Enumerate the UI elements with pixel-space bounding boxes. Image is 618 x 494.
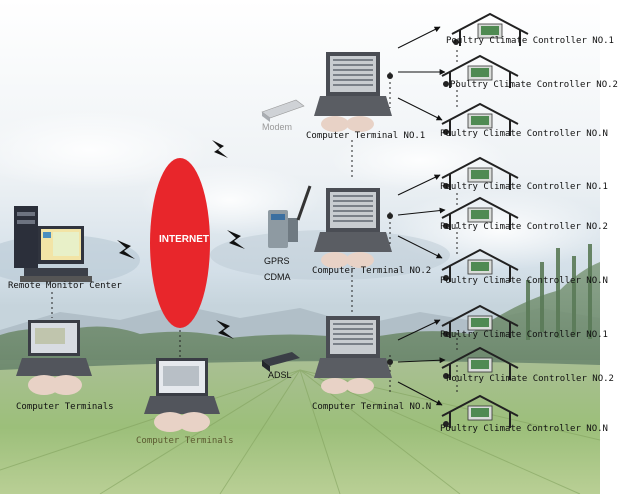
controller-label: Poultry Climate Controller NO.1 — [440, 182, 608, 192]
sensor-icon — [443, 129, 449, 135]
house-icon — [441, 54, 519, 88]
sensor-icon — [443, 81, 449, 87]
laptop-icon — [314, 316, 392, 394]
controller-arrows — [397, 26, 446, 406]
house-icon — [441, 394, 519, 428]
laptop-icon — [16, 320, 92, 395]
lightning-icon — [212, 140, 228, 158]
controller-label: Poultry Climate Controller NO.2 — [450, 80, 618, 90]
house-icon — [441, 346, 519, 380]
computer-terminals-center-label: Computer Terminals — [136, 436, 234, 446]
terminal-n-label: Computer Terminal NO.N — [312, 402, 432, 412]
lightning-icon — [227, 230, 245, 249]
controller-label: Poultry Climate Controller NO.N — [440, 129, 608, 139]
sensor-icon — [443, 183, 449, 189]
sensor-icon — [443, 331, 449, 337]
sensor-icon — [443, 373, 449, 379]
controller-label: Poultry Climate Controller NO.N — [440, 424, 608, 434]
sensor-icon — [387, 213, 393, 219]
terminal-2-label: Computer Terminal NO.2 — [312, 266, 432, 276]
controller-label: Poultry Climate Controller NO.1 — [440, 330, 608, 340]
remote-monitor-center-label: Remote Monitor Center — [8, 281, 122, 291]
computer-terminals-left-label: Computer Terminals — [16, 402, 114, 412]
modem-label: Modem — [262, 122, 293, 132]
adsl-modem-icon — [262, 352, 300, 372]
controller-label: Poultry Climate Controller NO.2 — [440, 222, 608, 232]
house-icon — [441, 102, 519, 136]
laptop-icon — [314, 52, 392, 132]
house-icon — [451, 12, 529, 46]
lightning-icon — [216, 320, 234, 339]
sensor-icon — [387, 359, 393, 365]
laptop-icon — [144, 358, 220, 432]
sensor-icon — [443, 421, 449, 427]
controller-label: Poultry Climate Controller NO.N — [440, 276, 608, 286]
internet-cloud — [150, 158, 210, 328]
house-icon — [441, 248, 519, 282]
gprs-label: GPRS — [264, 256, 290, 266]
adsl-label: ADSL — [268, 370, 292, 380]
sensor-icon — [443, 275, 449, 281]
controller-label: Poultry Climate Controller NO.1 — [446, 36, 614, 46]
house-icon — [441, 156, 519, 190]
desktop-computer-icon — [14, 206, 92, 282]
lightning-icons — [117, 140, 245, 339]
modem-icon — [261, 99, 305, 122]
sensor-icons — [387, 73, 393, 365]
laptop-icon — [314, 188, 392, 268]
lightning-icon — [117, 240, 135, 259]
cdma-label: CDMA — [264, 272, 291, 282]
internet-label: INTERNET — [159, 234, 209, 245]
controller-label: Poultry Climate Controller NO.2 — [446, 374, 614, 384]
controller-houses — [441, 12, 529, 428]
sensor-icon — [453, 39, 459, 45]
gprs-modem-icon — [268, 185, 312, 248]
terminal-1-label: Computer Terminal NO.1 — [306, 131, 426, 141]
house-icon — [441, 304, 519, 338]
house-icon — [441, 196, 519, 230]
sensor-icon — [443, 223, 449, 229]
sensor-icon — [387, 73, 393, 79]
